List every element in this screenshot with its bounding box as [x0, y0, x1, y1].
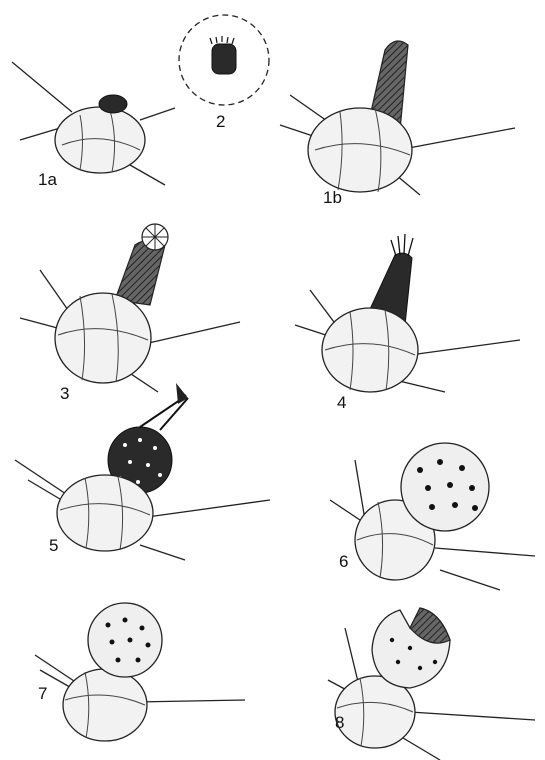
figure-label-2: 2: [216, 112, 225, 132]
figure-label-7: 7: [38, 684, 47, 704]
figure-5-drawing: [15, 383, 270, 560]
figure-1b-drawing: [280, 41, 515, 195]
figure-4-drawing: [295, 234, 520, 392]
figure-label-5: 5: [49, 536, 58, 556]
figure-2-drawing: [179, 15, 269, 105]
figure-label-1a: 1a: [38, 170, 57, 190]
figure-7-drawing: [35, 603, 245, 741]
figure-label-8: 8: [335, 713, 344, 733]
figure-label-4: 4: [337, 393, 346, 413]
figure-6-drawing: [330, 443, 535, 590]
figure-8-drawing: [328, 608, 535, 760]
figure-label-6: 6: [339, 552, 348, 572]
figure-3-drawing: [20, 224, 240, 392]
figure-label-3: 3: [60, 384, 69, 404]
figure-label-1b: 1b: [323, 188, 342, 208]
figure-1a-drawing: [12, 62, 175, 185]
